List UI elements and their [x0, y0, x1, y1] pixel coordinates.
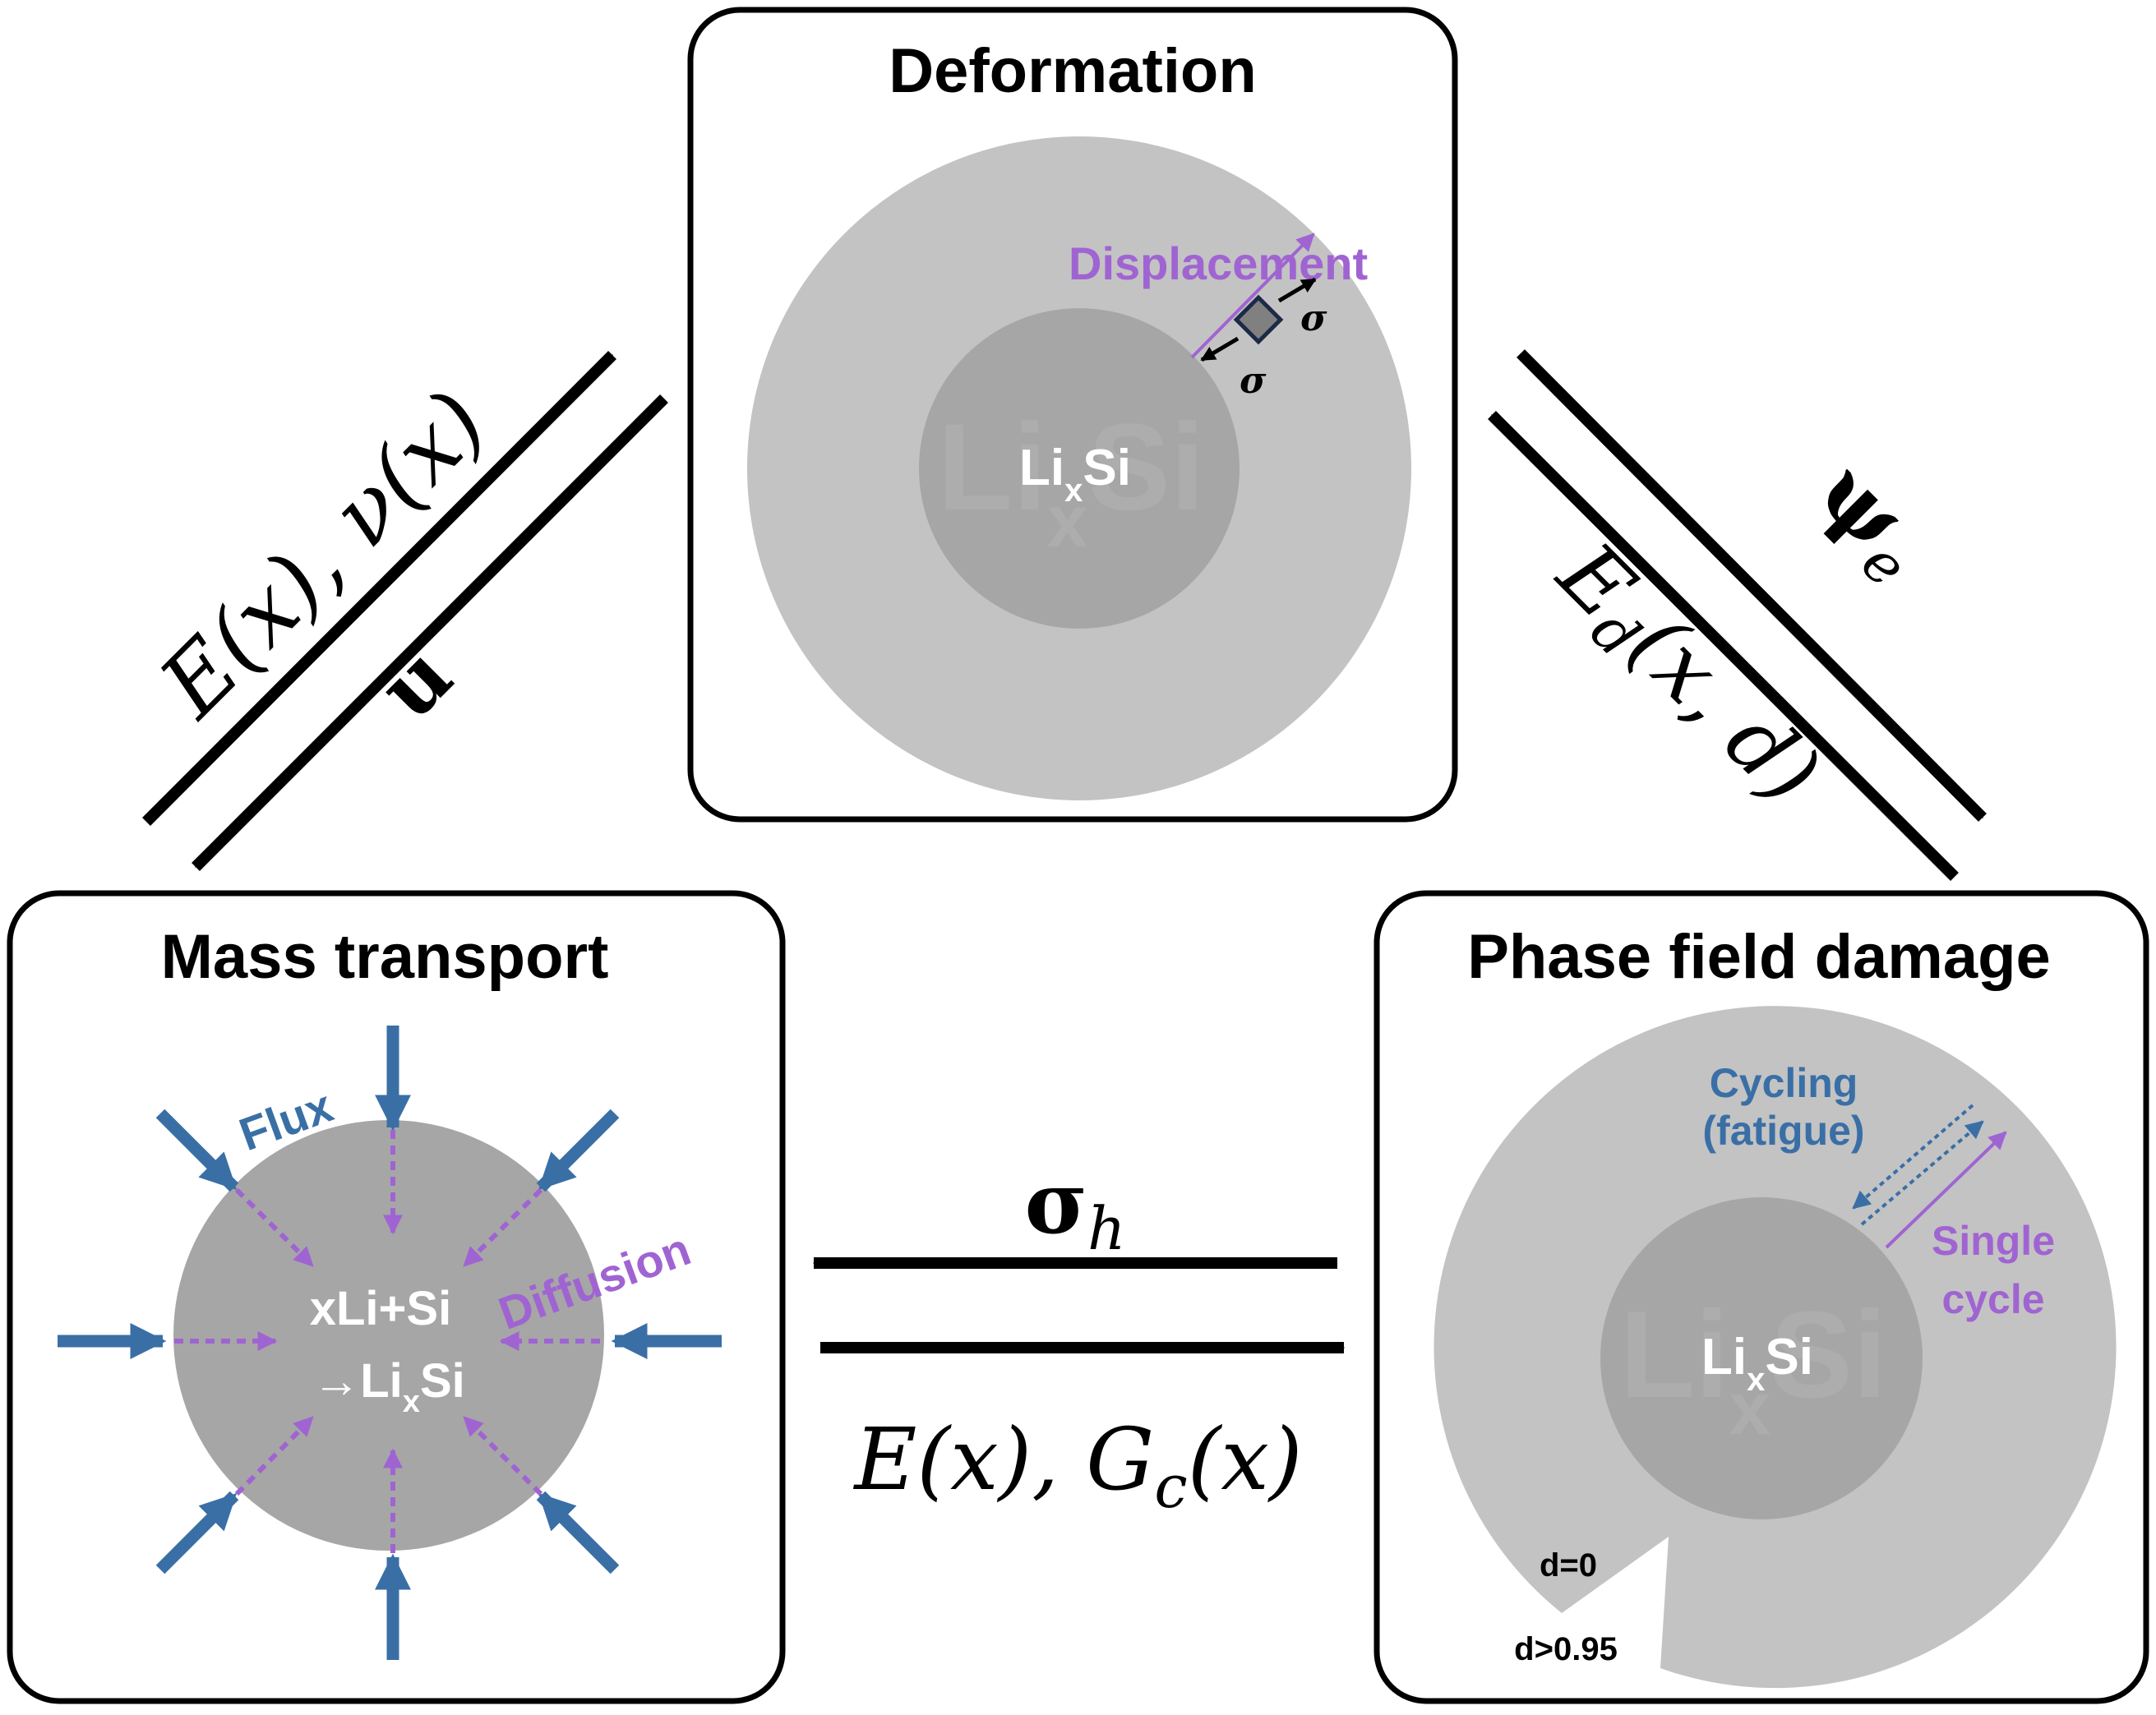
stress-sigma-lower: σ	[1240, 360, 1267, 402]
reaction-line-2: →LixSi	[312, 1354, 465, 1419]
label-hydrostatic-stress: σh	[1024, 1152, 1125, 1263]
cycling-label-1: Cycling	[1710, 1060, 1858, 1106]
displacement-arrow	[1190, 233, 1315, 359]
arrow-phase-to-deformation	[1488, 411, 1959, 881]
phase-field-watermark: LixSi	[1619, 1285, 1886, 1450]
reaction-line-1: xLi+Si	[310, 1282, 451, 1335]
single-label-1: Single	[1932, 1218, 2055, 1264]
single-label-2: cycle	[1941, 1276, 2044, 1322]
arrow-mass-to-deformation	[142, 351, 616, 826]
arrow-deformation-to-phase	[1517, 349, 1987, 822]
cycling-arrow	[1852, 1104, 1984, 1226]
label-modulus-fracture: E(x), Gc(x)	[852, 1409, 1302, 1521]
deformation-core-label: LixSi	[1019, 440, 1131, 509]
single-cycle-arrow	[1885, 1131, 2007, 1249]
d0-label: d=0	[1540, 1547, 1597, 1584]
stress-element: σ σ	[1200, 277, 1327, 402]
flux-arrows	[58, 1026, 722, 1660]
arrow-deformation-to-mass	[192, 394, 668, 871]
deformation-watermark: LixSi	[937, 398, 1204, 563]
coupling-arrows	[142, 349, 1987, 1353]
phase-field-panel: Phase field damage LixSi LixSi Cycling (…	[1373, 890, 2149, 1704]
phase-field-core-label: LixSi	[1701, 1329, 1813, 1398]
stress-sigma-upper: σ	[1300, 297, 1327, 339]
mass-transport-title: Mass transport	[161, 922, 609, 992]
deformation-title: Deformation	[889, 36, 1257, 106]
mass-transport-panel: Mass transport Flux Diffusion xLi+Si	[7, 890, 786, 1704]
cycling-label-2: (fatigue)	[1702, 1108, 1864, 1154]
mass-transport-particle	[173, 1120, 604, 1551]
deformation-core	[919, 308, 1240, 629]
label-degraded-modulus: Ed(x, d)	[1532, 523, 1840, 830]
diffusion-arrows	[174, 1130, 600, 1553]
d95-label: d>0.95	[1514, 1631, 1618, 1667]
displacement-label: Displacement	[1069, 237, 1368, 289]
phase-field-title: Phase field damage	[1467, 922, 2051, 992]
phase-field-core	[1600, 1197, 1923, 1519]
deformation-panel: Deformation LixSi LixSi Displacement σ σ	[687, 7, 1458, 823]
label-displacement-u: u	[360, 627, 471, 738]
label-elastic-energy: ψe	[1792, 440, 1951, 600]
